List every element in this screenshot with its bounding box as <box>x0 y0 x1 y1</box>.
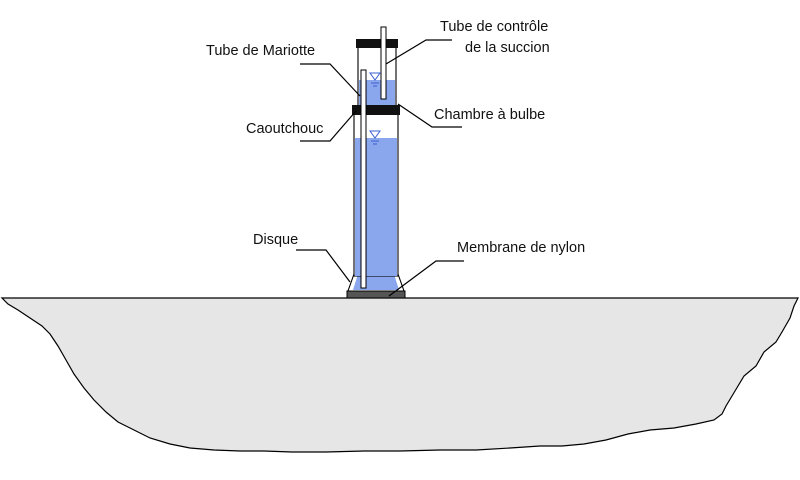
label-mariotte-tube: Tube de Mariotte <box>206 43 315 59</box>
leader-suction-tube <box>385 39 452 65</box>
rubber-stopper-middle <box>352 105 400 115</box>
label-rubber: Caoutchouc <box>246 121 323 137</box>
soil-surface <box>0 297 799 453</box>
label-bulb-chamber: Chambre à bulbe <box>434 107 545 123</box>
leader-nylon-membrane <box>388 260 464 297</box>
leader-mariotte-tube <box>300 63 361 97</box>
rubber-stopper-top <box>356 39 398 48</box>
label-suction-tube-line2: de la succion <box>465 40 550 56</box>
label-suction-tube-line1: Tube de contrôle <box>440 19 548 35</box>
leader-bulb-chamber <box>397 103 462 128</box>
label-disc: Disque <box>253 232 298 248</box>
mariotte-tube <box>360 69 367 289</box>
label-nylon-membrane: Membrane de nylon <box>457 240 585 256</box>
leader-rubber <box>300 110 357 142</box>
nylon-membrane <box>346 290 406 299</box>
water-level-marker-icon <box>369 130 381 145</box>
suction-control-tube <box>380 26 387 100</box>
leader-disc <box>296 249 351 283</box>
water-level-marker-icon <box>369 72 381 87</box>
